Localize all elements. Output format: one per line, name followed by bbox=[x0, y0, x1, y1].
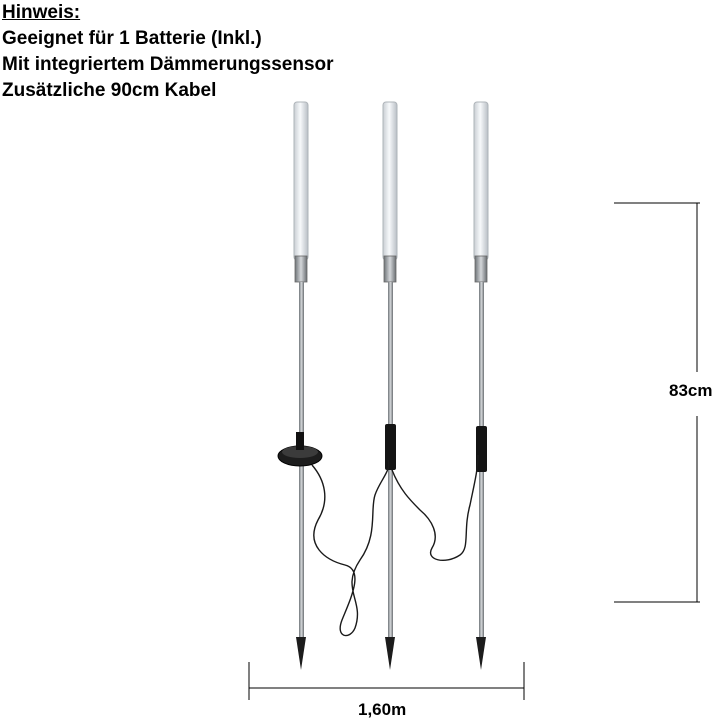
tube-collar bbox=[294, 255, 308, 283]
product-notes: Hinweis: Geeignet für 1 Batterie (Inkl.)… bbox=[2, 0, 334, 104]
cable-left bbox=[311, 459, 390, 637]
note-cable: Zusätzliche 90cm Kabel bbox=[2, 80, 217, 101]
stake-spike bbox=[296, 637, 306, 670]
note-battery: Geeignet für 1 Batterie (Inkl.) bbox=[2, 28, 262, 49]
stake-spike bbox=[476, 637, 486, 670]
light-stake-center bbox=[382, 101, 398, 670]
width-dimension bbox=[248, 662, 525, 700]
light-tube bbox=[382, 101, 398, 261]
tube-collar bbox=[383, 255, 397, 283]
cable-center bbox=[391, 454, 479, 562]
width-label: 1,60m bbox=[358, 700, 407, 719]
notes-heading: Hinweis: bbox=[2, 2, 81, 23]
note-sensor: Mit integriertem Dämmerungssensor bbox=[2, 54, 334, 75]
stake-spike bbox=[385, 637, 395, 670]
height-label: 83cm bbox=[669, 381, 713, 400]
connector-clip bbox=[385, 424, 396, 470]
light-stake-left bbox=[277, 101, 323, 670]
light-tube bbox=[473, 101, 489, 261]
connector-clip bbox=[476, 426, 487, 472]
light-stake-right bbox=[473, 101, 489, 670]
light-tube bbox=[293, 101, 309, 261]
tube-collar bbox=[474, 255, 488, 283]
height-dimension bbox=[614, 202, 700, 603]
